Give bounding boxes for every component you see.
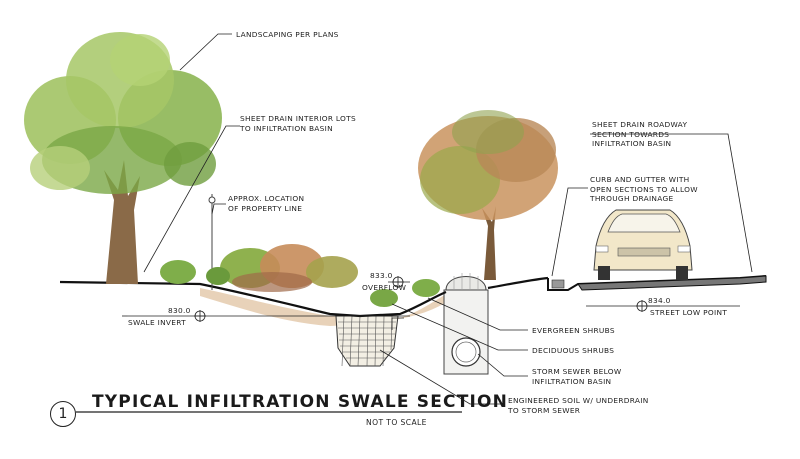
- section-number: 1: [50, 401, 76, 427]
- label-curb-gutter: CURB AND GUTTER WITH OPEN SECTIONS TO AL…: [590, 175, 698, 203]
- label-swale-invert: SWALE INVERT: [128, 318, 186, 327]
- label-landscaping: LANDSCAPING PER PLANS: [236, 30, 339, 39]
- label-overflow-elev: 833.0: [370, 271, 393, 280]
- soil-layer: [200, 288, 450, 326]
- deciduous-shrubs: [220, 244, 358, 292]
- label-overflow: OVERFLOW: [362, 283, 407, 292]
- engineered-soil-block: [335, 315, 399, 367]
- label-street-low: STREET LOW POINT: [650, 308, 728, 317]
- overflow-marker: [392, 276, 404, 288]
- ground-line: [59, 276, 549, 318]
- label-engineered-soil: ENGINEERED SOIL W/ UNDERDRAIN TO STORM S…: [508, 396, 649, 415]
- street-low-marker: [636, 300, 648, 312]
- small-tree: [418, 110, 558, 280]
- car: [593, 209, 693, 280]
- storm-sewer-structure: [443, 273, 489, 375]
- road-surface: [577, 275, 767, 291]
- evergreen-shrubs: [160, 260, 440, 307]
- label-sheet-drain-roadway: SHEET DRAIN ROADWAY SECTION TOWARDS INFI…: [592, 120, 688, 148]
- drawing-subtitle: NOT TO SCALE: [366, 418, 427, 427]
- label-evergreen: EVERGREEN SHRUBS: [532, 326, 615, 335]
- label-property-line: APPROX. LOCATION OF PROPERTY LINE: [228, 194, 305, 213]
- label-street-low-elev: 834.0: [648, 296, 671, 305]
- label-sheet-drain-interior: SHEET DRAIN INTERIOR LOTS TO INFILTRATIO…: [240, 114, 356, 133]
- leader-lines: [122, 33, 753, 405]
- label-swale-invert-elev: 830.0: [168, 306, 191, 315]
- large-tree: [24, 32, 222, 284]
- drawing-title: TYPICAL INFILTRATION SWALE SECTION: [92, 392, 509, 412]
- label-deciduous: DECIDUOUS SHRUBS: [532, 346, 615, 355]
- swale-invert-marker: [194, 310, 206, 322]
- label-storm-sewer: STORM SEWER BELOW INFILTRATION BASIN: [532, 367, 622, 386]
